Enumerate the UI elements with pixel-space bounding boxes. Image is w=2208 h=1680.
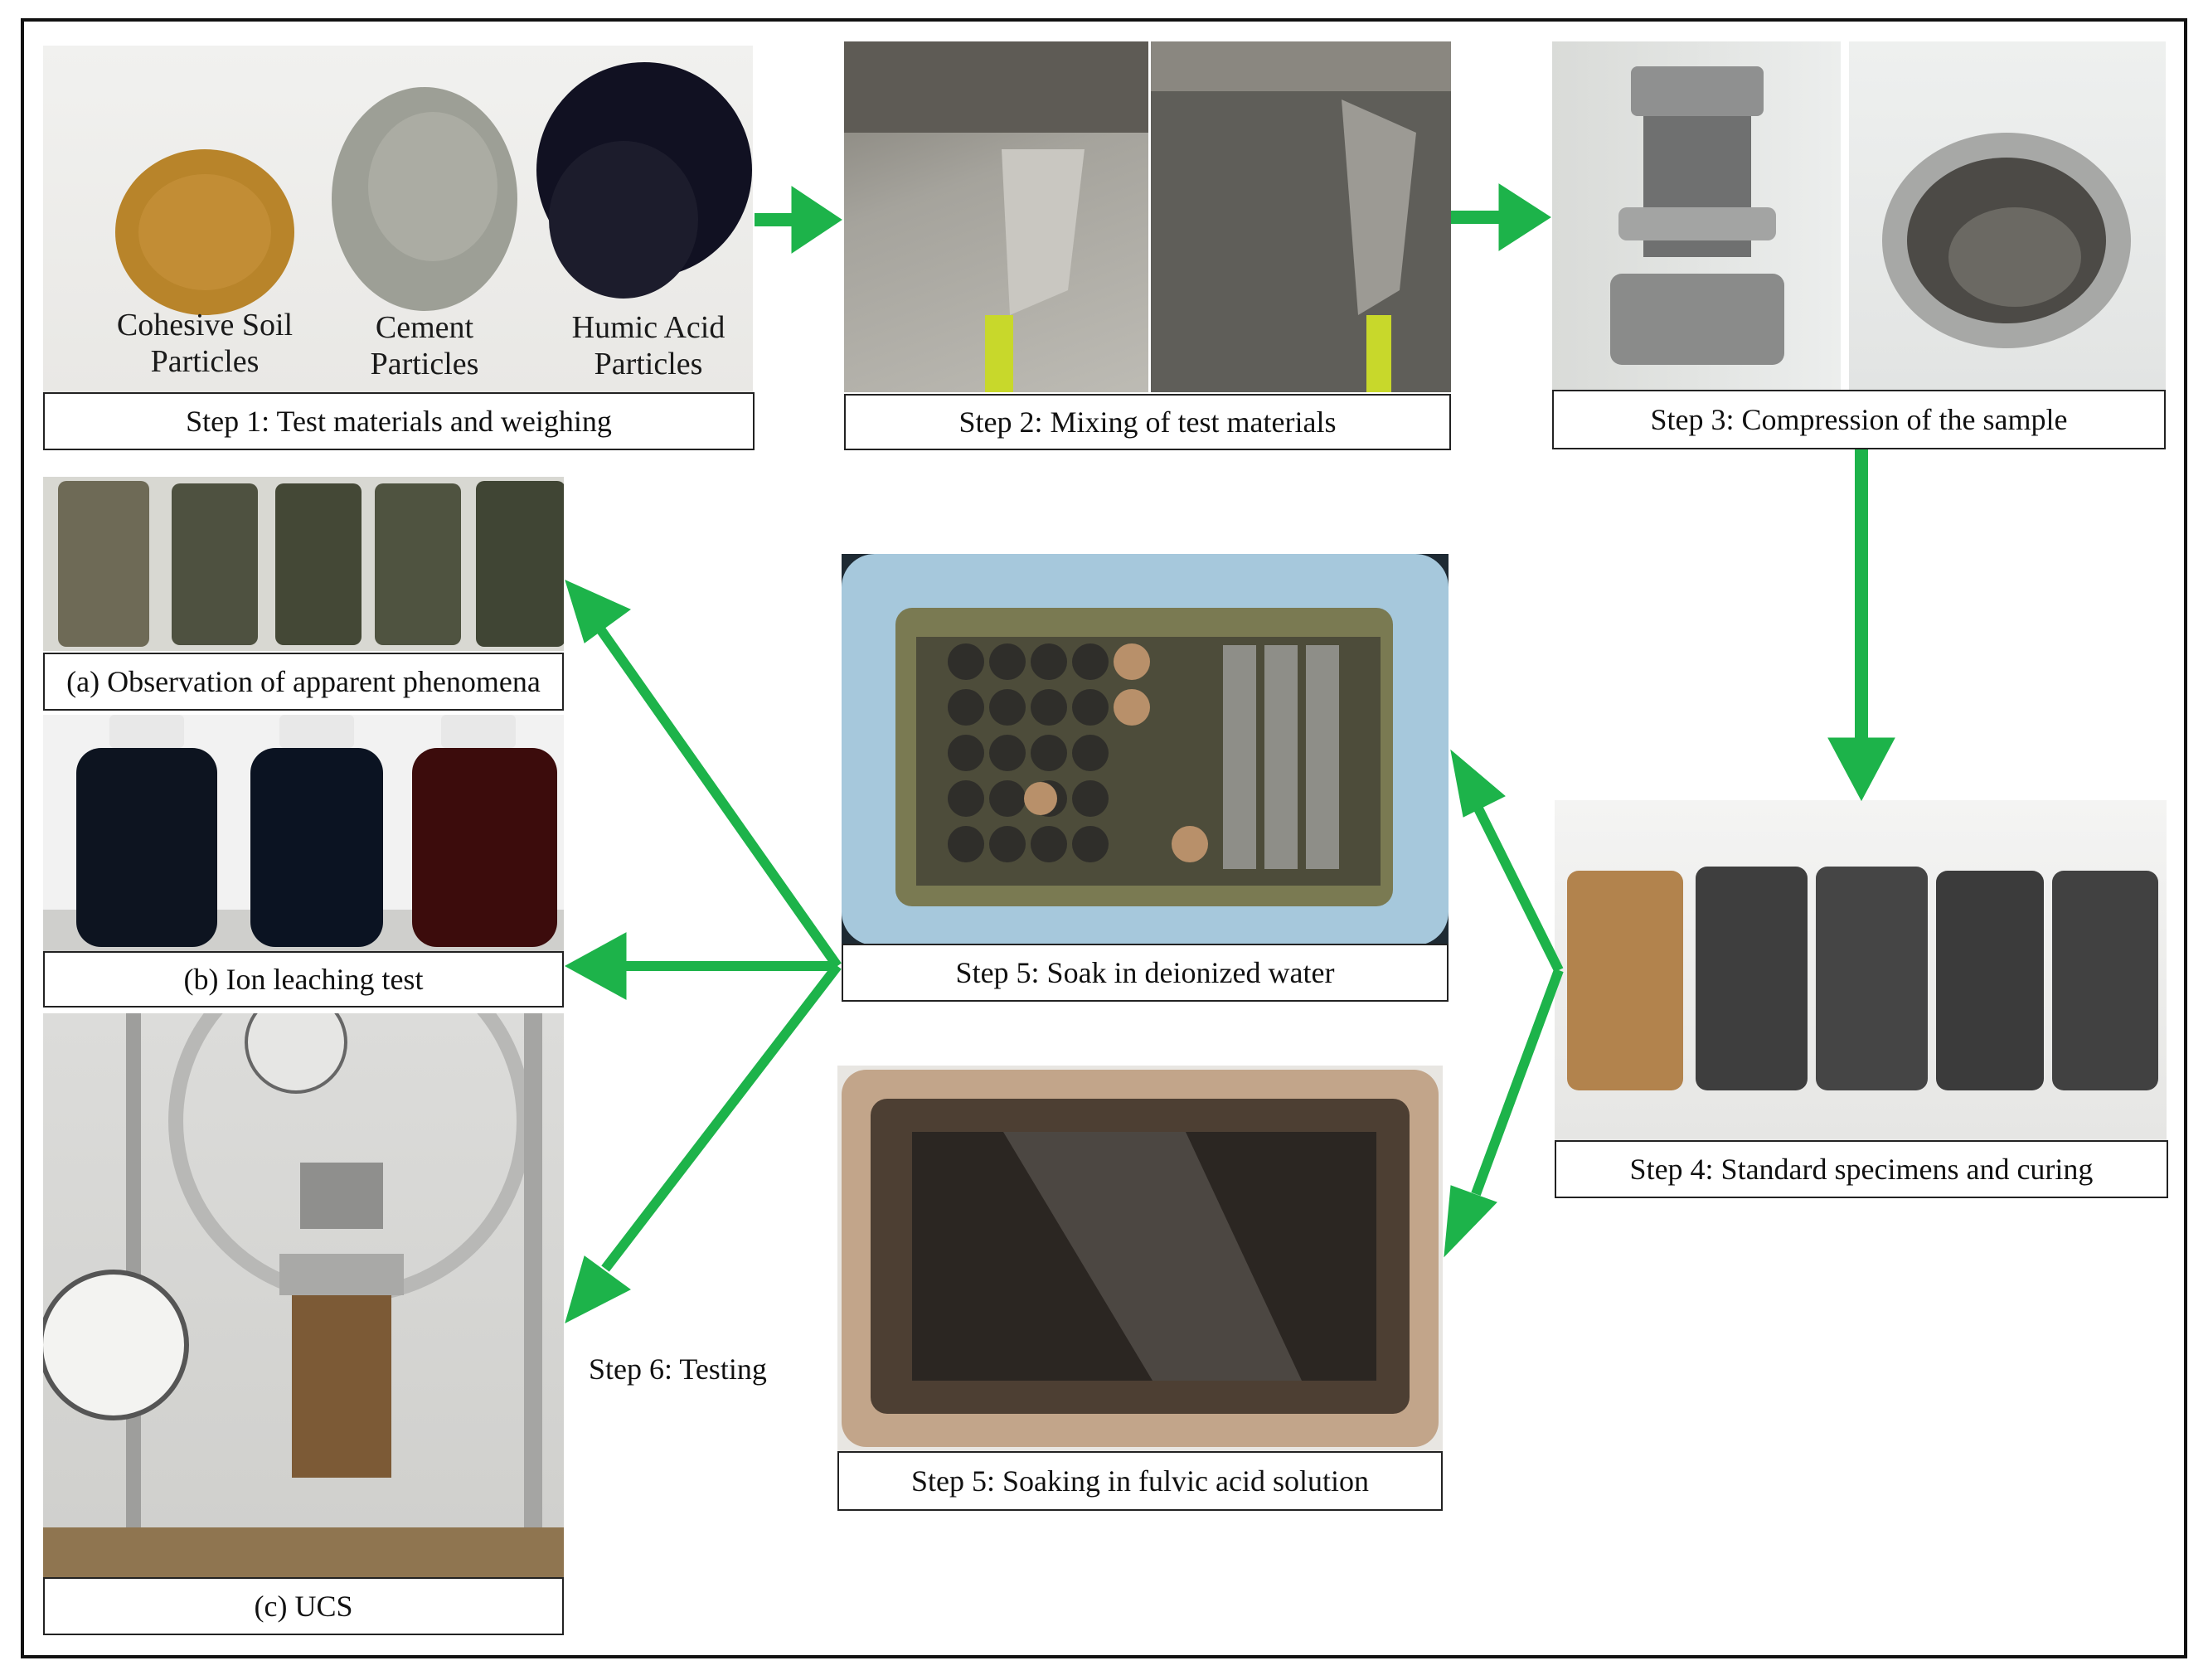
standard-specimens [1567, 867, 2158, 1090]
arrow-to-leaching [564, 932, 837, 1000]
step2-label: Step 2: Mixing of test materials [844, 394, 1451, 450]
humic-label-line2: Particles [594, 347, 703, 381]
outer-frame [21, 18, 2187, 1658]
arrow-step4-to-water [1450, 749, 1564, 973]
observation-specimens [58, 481, 564, 647]
ucs-apparatus [43, 1013, 564, 1577]
test-a-label: (a) Observation of apparent phenomena [43, 653, 564, 711]
arrow-to-ucs [565, 963, 842, 1323]
cement-label-line1: Cement [375, 310, 474, 345]
step3-label: Step 3: Compression of the sample [1552, 390, 2166, 449]
step6-label: Step 6: Testing [589, 1352, 767, 1386]
compression-top-detail [1882, 133, 2131, 348]
fulvic-acid-photo [837, 1066, 1443, 1451]
leaching-bottles [43, 715, 564, 951]
cement-label: Cement Particles [333, 309, 516, 382]
arrow-step2-to-step3 [1451, 183, 1551, 251]
leaching-photo [43, 715, 564, 951]
step5-fulvic-label: Step 5: Soaking in fulvic acid solution [837, 1451, 1443, 1511]
test-b-label: (b) Ion leaching test [43, 951, 564, 1008]
standard-specimens-photo [1555, 800, 2167, 1140]
mixing-photo-dry [844, 41, 1148, 392]
step4-label: Step 4: Standard specimens and curing [1555, 1140, 2168, 1198]
fulvic-acid-tank [842, 1070, 1439, 1447]
deionized-water-photo [842, 554, 1449, 945]
materials-photo: Cohesive Soil Particles Cement Particles… [43, 46, 753, 392]
cement-label-line2: Particles [370, 347, 479, 381]
compression-photo-mold [1552, 41, 1841, 390]
compression-mold-detail [1610, 66, 1784, 365]
step1-label: Step 1: Test materials and weighing [43, 392, 755, 450]
soil-label-line2: Particles [150, 344, 260, 379]
step5-water-label: Step 5: Soak in deionized water [842, 944, 1449, 1002]
arrow-step4-to-fulvic [1444, 968, 1564, 1258]
deionized-water-tank [842, 554, 1449, 945]
arrow-step3-to-step4 [1827, 449, 1895, 802]
humic-label: Humic Acid Particles [549, 309, 748, 382]
ucs-photo [43, 1013, 564, 1577]
observation-photo [43, 477, 564, 651]
test-c-label: (c) UCS [43, 1577, 564, 1635]
compression-photo-top [1849, 41, 2166, 390]
mixing-photo-wet-detail [1151, 41, 1451, 392]
arrow-step1-to-step2 [755, 186, 842, 254]
mixing-photo-dry-detail [844, 41, 1148, 392]
humic-label-line1: Humic Acid [571, 310, 725, 345]
soil-label-line1: Cohesive Soil [116, 308, 294, 342]
materials-piles [115, 62, 752, 315]
soil-label: Cohesive Soil Particles [105, 307, 304, 380]
arrow-to-observation [565, 580, 842, 969]
mixing-photo-wet [1151, 41, 1451, 392]
